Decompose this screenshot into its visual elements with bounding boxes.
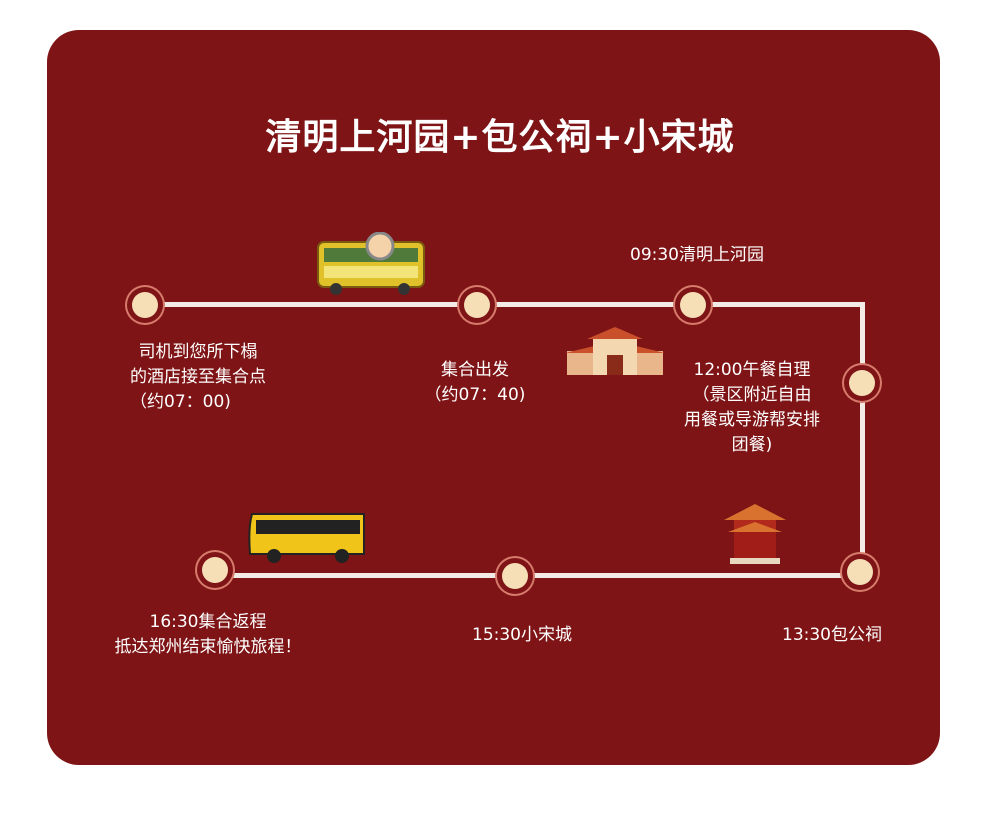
stop-node-hotel (132, 292, 158, 318)
temple-icon (724, 504, 786, 564)
stop-label-hotel: 司机到您所下榻的酒店接至集合点（约07：00) (130, 342, 266, 412)
stop-node-qingming (680, 292, 706, 318)
route-line-top (145, 302, 865, 307)
city-gate-icon (565, 327, 665, 375)
route-line-right (860, 302, 865, 578)
stop-node-baogong (847, 559, 873, 585)
stop-label-xiaosong: 15:30小宋城 (472, 625, 572, 645)
stop-node-lunch (849, 370, 875, 396)
coach-bus-icon (248, 513, 365, 563)
stop-node-xiaosong (502, 563, 528, 589)
stop-label-return: 16:30集合返程抵达郑州结束愉快旅程！ (114, 612, 302, 657)
route-line-bottom (215, 573, 865, 578)
stop-label-qingming: 09:30清明上河园 (630, 245, 764, 265)
itinerary-card (47, 30, 940, 765)
stop-label-baogong: 13:30包公祠 (782, 625, 882, 645)
page-title: 清明上河园+包公祠+小宋城 (265, 117, 735, 158)
stop-label-lunch: 12:00午餐自理（景区附近自由用餐或导游帮安排团餐) (684, 360, 820, 455)
stop-label-depart: 集合出发（约07：40) (424, 360, 526, 405)
stop-node-return (202, 557, 228, 583)
tour-bus-icon (317, 232, 425, 295)
stop-node-depart (464, 292, 490, 318)
